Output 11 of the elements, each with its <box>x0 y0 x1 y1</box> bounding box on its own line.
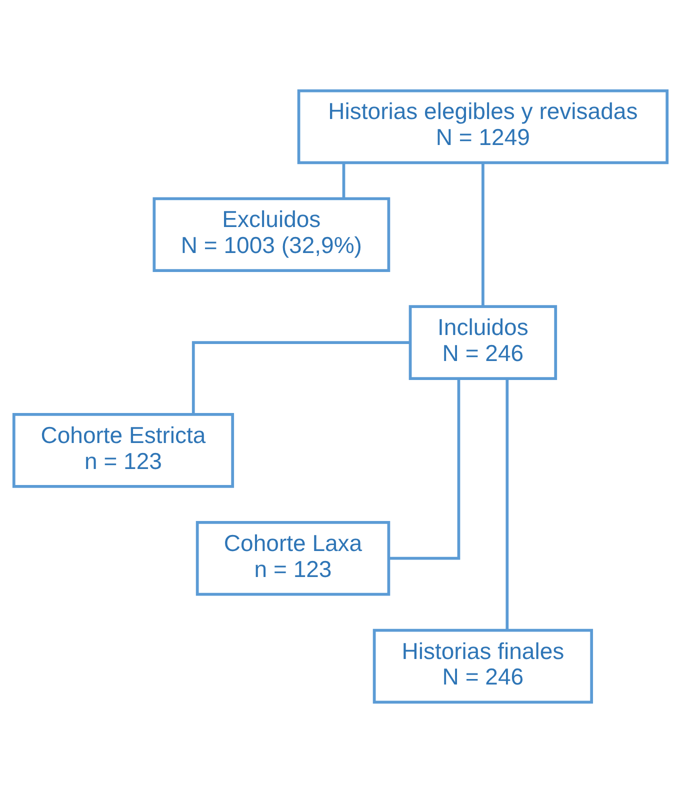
connector <box>342 162 346 198</box>
connector <box>388 378 460 560</box>
node-box: Incluidos N = 246 <box>408 304 558 380</box>
connector <box>482 162 484 306</box>
node-box: Excluidos N = 1003 (32,9%) <box>152 196 390 272</box>
node-box: Cohorte Estricta n = 123 <box>12 412 234 488</box>
node-box: Cohorte Laxa n = 123 <box>196 520 390 596</box>
node-box: Historias finales N = 246 <box>372 628 594 704</box>
node-box: Historias elegibles y revisadas N = 1249 <box>297 88 669 164</box>
connector <box>192 340 410 414</box>
connector <box>506 378 509 630</box>
